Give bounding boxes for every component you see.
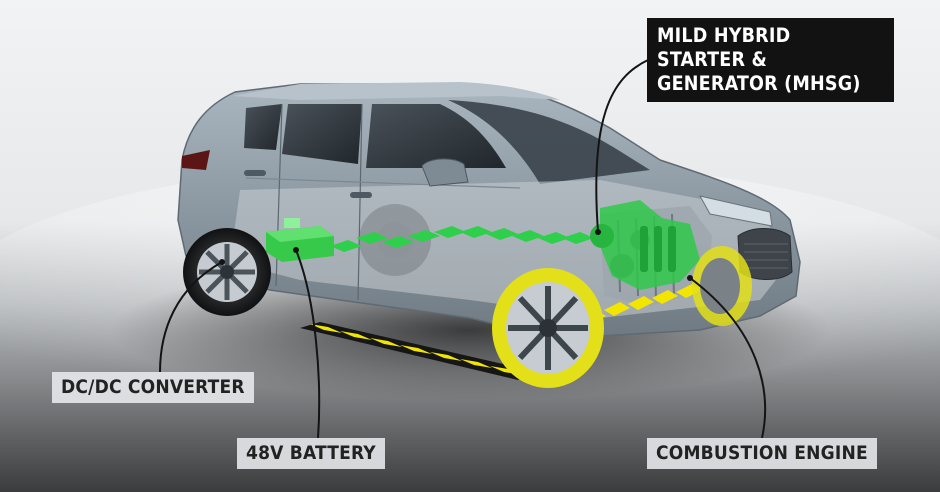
side-window-rear (282, 104, 362, 164)
combustion-engine-label: COMBUSTION ENGINE (647, 438, 877, 469)
windscreen (448, 100, 650, 184)
battery-leader-line (295, 249, 321, 439)
tail-light (182, 150, 210, 170)
battery-48v-label: 48V BATTERY (237, 438, 385, 469)
headlight (699, 195, 773, 227)
ground-energy-arrows (300, 322, 538, 380)
electric-energy-path (330, 226, 594, 252)
rear-wheel (183, 228, 271, 316)
mhsg-leader-line (595, 59, 649, 233)
mhsg-label: MILD HYBRID STARTER & GENERATOR (MHSG) (647, 18, 894, 102)
side-window-front (366, 104, 506, 168)
battery-48v (266, 218, 334, 262)
dcdc-converter-label: DC/DC CONVERTER (52, 372, 254, 403)
engine-leader-line (689, 277, 767, 439)
car-roof (232, 82, 560, 100)
side-mirror (421, 158, 469, 187)
callout-lines (159, 59, 767, 439)
dcdc-leader-line (159, 261, 223, 373)
far-front-wheel (692, 246, 752, 326)
front-wheel (492, 268, 604, 388)
rear-window (244, 104, 282, 150)
